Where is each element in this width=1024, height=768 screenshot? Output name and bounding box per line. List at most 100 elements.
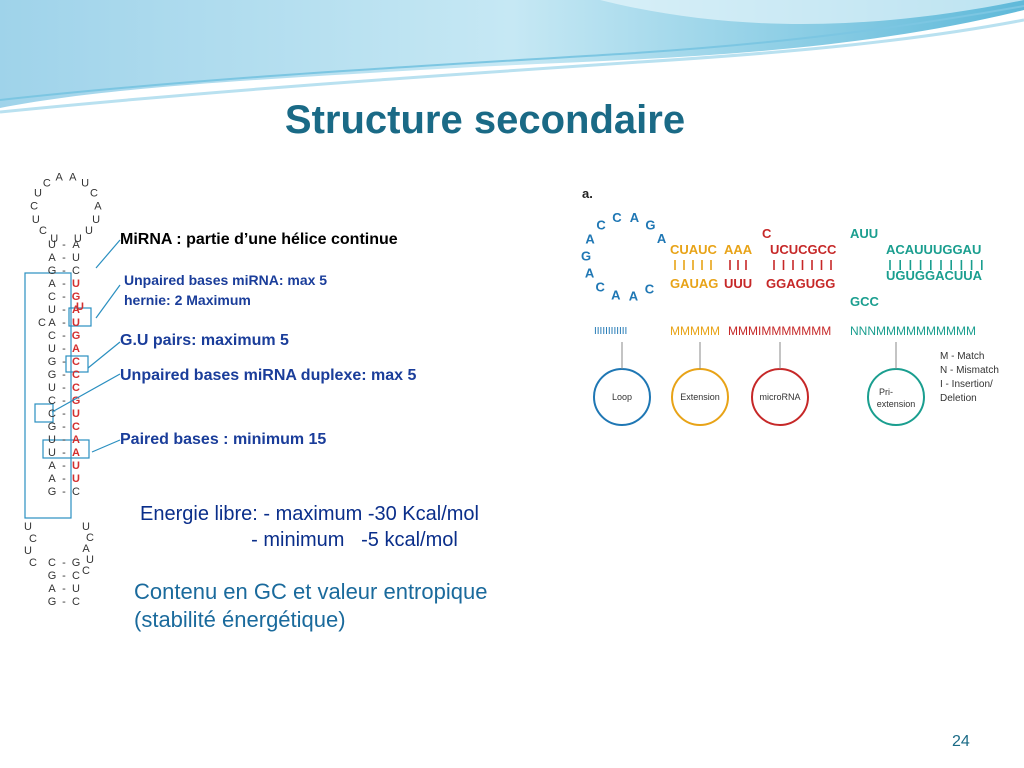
loop-nucleotide: A: [69, 172, 77, 184]
pair-bond: -: [62, 395, 66, 407]
bottom-pri-seq: UGUGGACUUA: [886, 268, 983, 283]
stem-right-nucleotide: A: [72, 343, 80, 355]
stem-left-nucleotide: U: [48, 382, 56, 394]
loop-nucleotide: U: [92, 214, 100, 226]
free-energy-max: Energie libre: - maximum -30 Kcal/mol: [140, 503, 479, 525]
bottom-loop-nucleotide: U: [24, 521, 32, 533]
page-number: 24: [952, 733, 970, 750]
stem-left-nucleotide: G: [48, 421, 57, 433]
slide-title: Structure secondaire: [284, 98, 686, 142]
stem-left-nucleotide: A: [48, 473, 56, 485]
top-bulge: C: [762, 226, 772, 241]
label-paired-bases: Paired bases : minimum 15: [120, 431, 327, 448]
loop-nucleotide: G: [581, 248, 591, 263]
loop-nucleotide: C: [39, 225, 47, 237]
stem-left-nucleotide: C: [48, 408, 56, 420]
stem-left-nucleotide: A: [48, 317, 56, 329]
loop-nucleotide: U: [81, 177, 89, 189]
stem-right-nucleotide: A: [72, 447, 80, 459]
loop-nucleotide: C: [612, 210, 622, 225]
pair-bond: -: [62, 317, 66, 329]
loop-nucleotide: A: [629, 288, 639, 303]
pair-bond: -: [62, 434, 66, 446]
stem-right-nucleotide: A: [72, 304, 80, 316]
region-circle: [867, 368, 925, 426]
loop-nucleotide: U: [34, 187, 42, 199]
stem-right-nucleotide: U: [72, 317, 80, 329]
pair-bond: -: [62, 239, 66, 251]
bottom-loop-nucleotide: U: [86, 554, 94, 566]
label-mirna-helix: MiRNA : partie d’une hélice continue: [120, 231, 398, 248]
label-unpaired-mirna: Unpaired bases miRNA: max 5: [124, 272, 328, 288]
bottom-loop-nucleotide: A: [82, 543, 90, 555]
loop-nucleotide: U: [50, 233, 58, 245]
stem-left-nucleotide: C: [48, 395, 56, 407]
bottom-loop-nucleotide: C: [29, 533, 37, 545]
label-unpaired-duplex: Unpaired bases miRNA duplexe: max 5: [120, 367, 417, 384]
pair-bond: -: [62, 583, 66, 595]
region-label: Pri-: [879, 387, 893, 397]
pair-bond: -: [62, 421, 66, 433]
legend-entry: Deletion: [940, 393, 977, 404]
region-label: extension: [877, 399, 916, 409]
stem-left-nucleotide: U: [48, 304, 56, 316]
bulge-nucleotide: U: [76, 301, 84, 313]
pair-bond: -: [62, 330, 66, 342]
bottom-mirna-seq: GGAGUGG: [766, 276, 835, 291]
loop-nucleotide: U: [85, 225, 93, 237]
bottom-mid-seq: UUU: [724, 276, 752, 291]
bulge-box-c: [34, 403, 54, 423]
stem-right-nucleotide: U: [72, 460, 80, 472]
extension-match-seq: MMMMM: [670, 324, 720, 338]
top-extension-seq: CUAUC: [670, 242, 718, 257]
panel-label: a.: [582, 186, 593, 201]
stem-left-nucleotide: G: [48, 369, 57, 381]
stem-right-nucleotide: G: [72, 557, 81, 569]
bulge-box-u: [68, 307, 92, 327]
stem-left-nucleotide: G: [48, 486, 57, 498]
region-label: Loop: [612, 392, 632, 402]
free-energy-block: Energie libre: - maximum -30 Kcal/mol - …: [140, 501, 479, 553]
stem-right-nucleotide: G: [72, 291, 81, 303]
pair-bond: -: [62, 265, 66, 277]
legend-entry: N - Mismatch: [940, 365, 999, 376]
loop-nucleotide: C: [645, 281, 655, 296]
gc-content-block: Contenu en GC et valeur entropique (stab…: [134, 578, 487, 634]
stem-left-nucleotide: A: [48, 252, 56, 264]
loop-nucleotide: C: [596, 280, 606, 295]
pair-bond: -: [62, 382, 66, 394]
stem-right-nucleotide: C: [72, 421, 80, 433]
legend-entry: M - Match: [940, 351, 984, 362]
stem-left-nucleotide: U: [48, 447, 56, 459]
legend-entry: I - Insertion/: [940, 379, 993, 390]
loop-nucleotide: U: [74, 233, 82, 245]
pair-bond: -: [62, 291, 66, 303]
stem-left-nucleotide: G: [48, 596, 57, 608]
bottom-bulge: GCC: [850, 294, 880, 309]
loop-nucleotide: A: [611, 288, 621, 303]
stem-right-nucleotide: G: [72, 395, 81, 407]
stem-left-nucleotide: U: [48, 239, 56, 251]
pair-bond: -: [62, 557, 66, 569]
stem-right-nucleotide: C: [72, 369, 80, 381]
stem-right-nucleotide: U: [72, 252, 80, 264]
stem-right-nucleotide: U: [72, 583, 80, 595]
loop-nucleotide: A: [657, 231, 667, 246]
loop-nucleotide: U: [32, 214, 40, 226]
bottom-loop-nucleotide: C: [82, 565, 90, 577]
stem-right-nucleotide: U: [72, 278, 80, 290]
stem-left-nucleotide: U: [48, 343, 56, 355]
pair-box: [42, 439, 90, 459]
stem-right-nucleotide: C: [72, 486, 80, 498]
pair-bond: -: [62, 252, 66, 264]
loop-nucleotide: C: [90, 187, 98, 199]
pair-bond: -: [62, 356, 66, 368]
top-mirna-seq: UCUCGCC: [770, 242, 837, 257]
loop-nucleotide: A: [56, 172, 64, 184]
gc-content-line2: (stabilité énergétique): [134, 607, 346, 632]
stem-left-nucleotide: A: [48, 583, 56, 595]
